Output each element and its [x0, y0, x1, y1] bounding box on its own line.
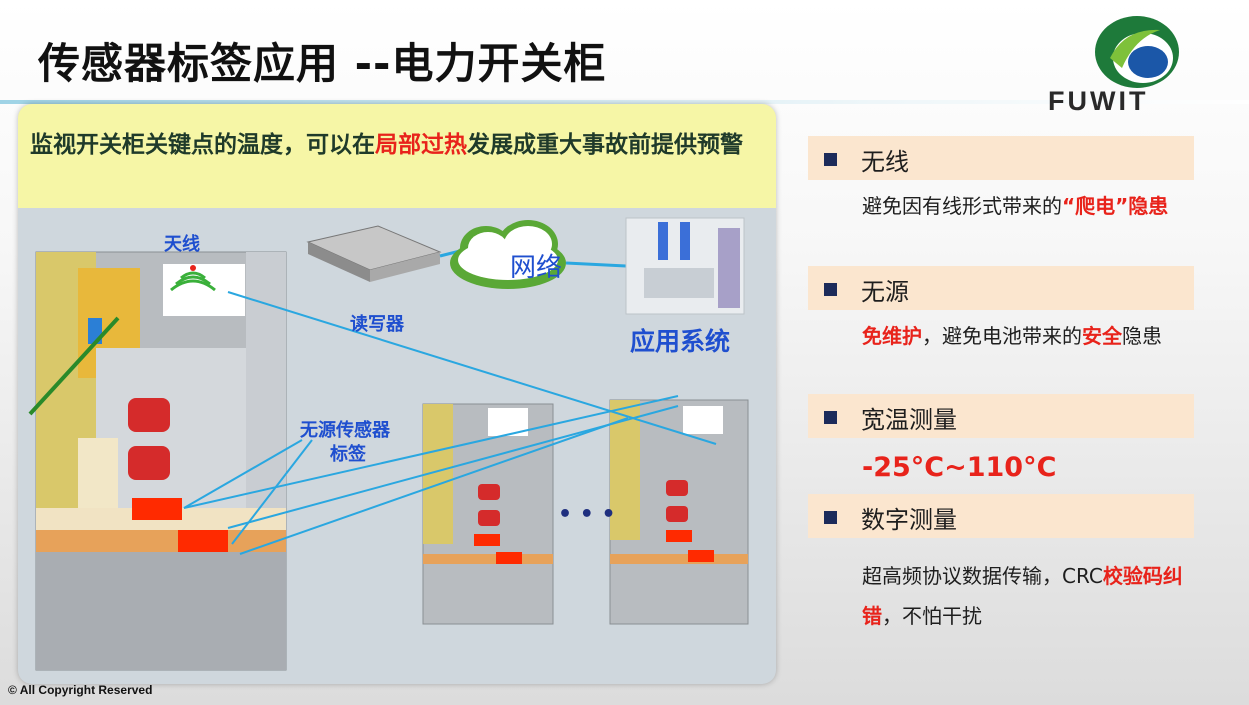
- logo-text: FUWIT: [1048, 86, 1149, 116]
- feature-desc-passive: 免维护，避免电池带来的安全隐患: [862, 316, 1212, 356]
- bullet-square-icon: [824, 511, 837, 524]
- feature-desc-highlight: “爬电”隐患: [1062, 194, 1169, 218]
- bullet-square-icon: [824, 283, 837, 296]
- header-divider: [0, 100, 1249, 104]
- feature-title: 宽温测量: [861, 406, 957, 434]
- page-title: 传感器标签应用 --电力开关柜: [38, 39, 607, 88]
- application-system-icon: [625, 217, 745, 315]
- feature-title: 数字测量: [861, 506, 957, 534]
- small-cabinet-illustration: [422, 403, 554, 625]
- large-cabinet-illustration: [28, 251, 287, 671]
- feature-desc-highlight: 安全: [1082, 324, 1122, 348]
- ellipsis-dots: • • •: [558, 502, 616, 527]
- small-cabinet-illustration: [609, 399, 749, 625]
- bullet-square-icon: [824, 411, 837, 424]
- copyright-text: © All Copyright Reserved: [8, 683, 153, 697]
- content-panel: 监视开关柜关键点的温度，可以在局部过热发展成重大事故前提供预警: [18, 104, 776, 684]
- feature-desc-text: 避免因有线形式带来的: [862, 194, 1062, 218]
- fuwit-logo-icon: [1095, 16, 1179, 88]
- network-cloud-icon: [450, 220, 566, 289]
- reader-device-icon: [306, 225, 442, 282]
- sensor-tag-marker: [178, 530, 228, 552]
- feature-title: 无源: [861, 278, 909, 306]
- feature-desc-wireless: 避免因有线形式带来的“爬电”隐患: [862, 186, 1212, 226]
- feature-desc-text: 超高频协议数据传输，CRC: [862, 564, 1103, 588]
- tag-label-line1: 无源传感器: [300, 420, 390, 441]
- banner-text: 监视开关柜关键点的温度，可以在局部过热发展成重大事故前提供预警: [30, 122, 760, 168]
- bullet-square-icon: [824, 153, 837, 166]
- feature-item-wide-temp: 宽温测量: [808, 394, 1194, 438]
- network-label: 网络: [510, 253, 563, 283]
- feature-desc-digital: 超高频协议数据传输，CRC校验码纠错，不怕干扰: [862, 556, 1222, 636]
- banner-text-part2: 发展成重大事故前提供预警: [467, 132, 743, 158]
- feature-desc-text: ，避免电池带来的: [922, 324, 1082, 348]
- tag-label-line2: 标签: [330, 444, 366, 465]
- banner-text-part1: 监视开关柜关键点的温度，可以在: [30, 132, 375, 158]
- feature-item-digital: 数字测量: [808, 494, 1194, 538]
- feature-item-wireless: 无线: [808, 136, 1194, 180]
- app-system-label: 应用系统: [630, 327, 731, 356]
- sensor-tag-marker: [132, 498, 182, 520]
- temperature-range: -25°C~110°C: [862, 452, 1057, 483]
- feature-item-passive: 无源: [808, 266, 1194, 310]
- feature-desc-text: 隐患: [1122, 324, 1162, 348]
- feature-title: 无线: [861, 148, 909, 176]
- reader-label: 读写器: [350, 314, 404, 335]
- feature-desc-highlight: 校验码纠错: [862, 564, 1183, 628]
- summary-banner: 监视开关柜关键点的温度，可以在局部过热发展成重大事故前提供预警: [18, 104, 776, 208]
- feature-desc-text: ，不怕干扰: [882, 604, 982, 628]
- feature-desc-highlight: 免维护: [862, 324, 922, 348]
- antenna-label: 天线: [164, 234, 200, 255]
- banner-highlight: 局部过热: [375, 132, 467, 158]
- switchgear-diagram: [28, 217, 749, 671]
